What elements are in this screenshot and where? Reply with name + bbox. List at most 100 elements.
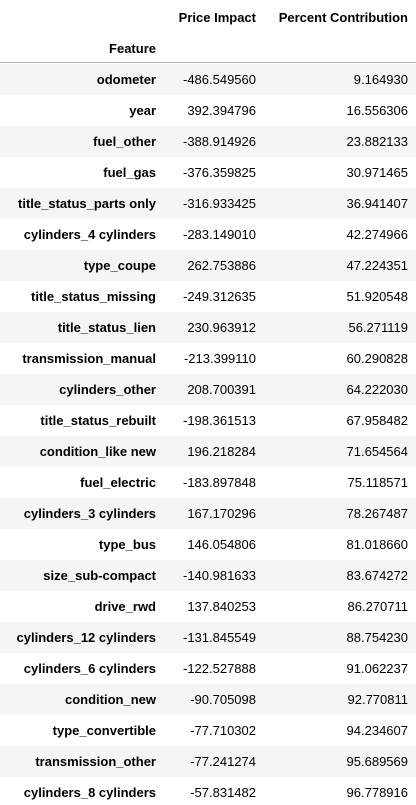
- row-price-impact: -388.914926: [182, 134, 256, 149]
- column-header-price-impact: Price Impact: [178, 10, 256, 25]
- row-percent-contribution: 86.270711: [347, 599, 409, 614]
- row-percent-contribution: 88.754230: [346, 630, 408, 645]
- row-percent-contribution: 47.224351: [346, 258, 408, 273]
- row-percent-contribution: 23.882133: [346, 134, 408, 149]
- row-percent-contribution: 51.920548: [346, 289, 408, 304]
- row-price-impact: 392.394796: [187, 103, 256, 118]
- row-percent-contribution: 94.234607: [346, 723, 408, 738]
- row-feature-label: cylinders_12 cylinders: [16, 630, 156, 645]
- row-percent-contribution: 67.958482: [346, 413, 408, 428]
- row-price-impact: -213.399110: [183, 351, 256, 366]
- row-feature-label: title_status_rebuilt: [40, 413, 156, 428]
- table-row: fuel_other -388.914926 23.882133: [0, 126, 416, 157]
- row-price-impact: 146.054806: [187, 537, 256, 552]
- row-price-impact: 208.700391: [187, 382, 256, 397]
- row-price-impact: -131.845549: [182, 630, 256, 645]
- row-price-impact: -140.981633: [182, 568, 256, 583]
- row-price-impact: 262.753886: [187, 258, 256, 273]
- row-price-impact: -77.241274: [190, 754, 256, 769]
- row-feature-label: cylinders_4 cylinders: [23, 227, 156, 242]
- table-row: cylinders_8 cylinders -57.831482 96.778916: [0, 777, 416, 805]
- row-feature-label: cylinders_6 cylinders: [23, 661, 156, 676]
- row-percent-contribution: 56.271119: [348, 320, 408, 335]
- table-row: transmission_manual -213.399110 60.290828: [0, 343, 416, 374]
- row-feature-label: cylinders_other: [59, 382, 156, 397]
- row-feature-label: transmission_manual: [22, 351, 156, 366]
- row-price-impact: -57.831482: [190, 785, 256, 800]
- row-price-impact: 230.963912: [187, 320, 256, 335]
- row-feature-label: condition_new: [65, 692, 156, 707]
- row-feature-label: odometer: [96, 72, 156, 87]
- row-price-impact: -77.710302: [190, 723, 256, 738]
- row-feature-label: drive_rwd: [94, 599, 156, 614]
- table-row: type_coupe 262.753886 47.224351: [0, 250, 416, 281]
- row-feature-label: cylinders_8 cylinders: [23, 785, 156, 800]
- table-row: year 392.394796 16.556306: [0, 95, 416, 126]
- row-percent-contribution: 78.267487: [346, 506, 408, 521]
- row-feature-label: cylinders_3 cylinders: [23, 506, 156, 521]
- table-row: title_status_missing -249.312635 51.920548: [0, 281, 416, 312]
- table-row: cylinders_4 cylinders -283.149010 42.27496…: [0, 219, 416, 250]
- row-feature-label: fuel_electric: [80, 475, 156, 490]
- row-price-impact: 167.170296: [187, 506, 256, 521]
- row-feature-label: transmission_other: [35, 754, 156, 769]
- row-feature-label: type_convertible: [52, 723, 156, 738]
- table-row: odometer -486.549560 9.164930: [0, 64, 416, 95]
- row-price-impact: 196.218284: [187, 444, 256, 459]
- header-divider: [0, 62, 416, 63]
- row-price-impact: -486.549560: [182, 72, 256, 87]
- row-percent-contribution: 81.018660: [346, 537, 408, 552]
- row-percent-contribution: 42.274966: [346, 227, 408, 242]
- table-row: cylinders_6 cylinders -122.527888 91.06223…: [0, 653, 416, 684]
- row-feature-label: size_sub-compact: [43, 568, 156, 583]
- row-price-impact: -183.897848: [182, 475, 256, 490]
- row-percent-contribution: 71.654564: [346, 444, 408, 459]
- row-feature-label: type_bus: [98, 537, 156, 552]
- row-percent-contribution: 96.778916: [346, 785, 408, 800]
- table-row: title_status_rebuilt -198.361513 67.958482: [0, 405, 416, 436]
- row-feature-label: year: [129, 103, 156, 118]
- row-feature-label: title_status_missing: [31, 289, 156, 304]
- row-percent-contribution: 60.290828: [346, 351, 408, 366]
- table-row: transmission_other -77.241274 95.689569: [0, 746, 416, 777]
- row-feature-label: fuel_other: [93, 134, 156, 149]
- row-percent-contribution: 36.941407: [346, 196, 408, 211]
- row-price-impact: -122.527888: [182, 661, 256, 676]
- table-row: cylinders_other 208.700391 64.222030: [0, 374, 416, 405]
- column-header-row: Price Impact Percent Contribution: [0, 0, 416, 34]
- table-row: type_convertible -77.710302 94.234607: [0, 715, 416, 746]
- row-percent-contribution: 75.118571: [347, 475, 409, 490]
- table-row: size_sub-compact -140.981633 83.674272: [0, 560, 416, 591]
- row-percent-contribution: 92.770811: [347, 692, 409, 707]
- column-header-percent-contribution: Percent Contribution: [278, 10, 408, 25]
- index-header-row: Feature: [0, 34, 416, 62]
- row-feature-label: title_status_parts only: [18, 196, 156, 211]
- row-price-impact: -249.312635: [182, 289, 256, 304]
- table-row: cylinders_12 cylinders -131.845549 88.7542…: [0, 622, 416, 653]
- row-percent-contribution: 95.689569: [346, 754, 408, 769]
- row-percent-contribution: 16.556306: [346, 103, 408, 118]
- row-feature-label: title_status_lien: [57, 320, 156, 335]
- row-price-impact: -316.933425: [182, 196, 256, 211]
- row-percent-contribution: 30.971465: [346, 165, 408, 180]
- row-price-impact: 137.840253: [187, 599, 256, 614]
- row-price-impact: -283.149010: [182, 227, 256, 242]
- row-percent-contribution: 64.222030: [346, 382, 408, 397]
- table-row: cylinders_3 cylinders 167.170296 78.267487: [0, 498, 416, 529]
- row-percent-contribution: 91.062237: [346, 661, 408, 676]
- row-price-impact: -198.361513: [182, 413, 256, 428]
- row-price-impact: -376.359825: [182, 165, 256, 180]
- table-body: odometer -486.549560 9.164930 year 392.39479…: [0, 64, 416, 805]
- index-header-feature: Feature: [109, 41, 156, 56]
- row-price-impact: -90.705098: [190, 692, 256, 707]
- table-row: type_bus 146.054806 81.018660: [0, 529, 416, 560]
- table-row: condition_new -90.705098 92.770811: [0, 684, 416, 715]
- row-feature-label: type_coupe: [83, 258, 156, 273]
- row-percent-contribution: 9.164930: [353, 72, 408, 87]
- table-row: fuel_electric -183.897848 75.118571: [0, 467, 416, 498]
- row-percent-contribution: 83.674272: [346, 568, 408, 583]
- table-row: drive_rwd 137.840253 86.270711: [0, 591, 416, 622]
